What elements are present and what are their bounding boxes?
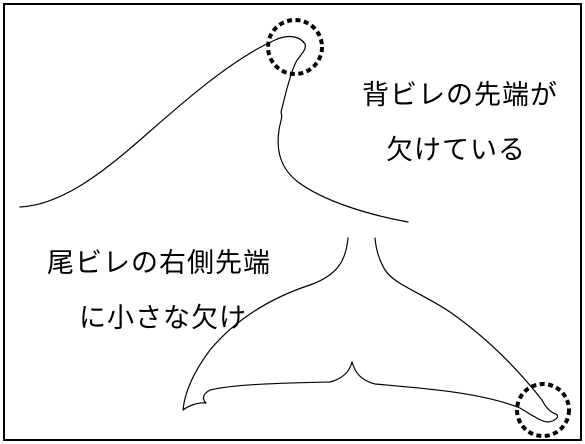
- dorsal-fin-annotation-line2: 欠けている: [386, 135, 526, 166]
- diagram-border: [3, 3, 582, 441]
- dorsal-fin-outline: [19, 35, 409, 223]
- notch-highlight-circle-tail: [515, 382, 571, 438]
- notch-highlight-circle: [266, 18, 324, 76]
- tail-fin-outline: [182, 237, 559, 423]
- tail-fin-annotation-line2: に小さな欠け: [79, 303, 247, 334]
- tail-fin-annotation-line1: 尾ビレの右側先端: [47, 248, 271, 279]
- dorsal-fin-annotation-line1: 背ビレの先端が: [362, 80, 558, 111]
